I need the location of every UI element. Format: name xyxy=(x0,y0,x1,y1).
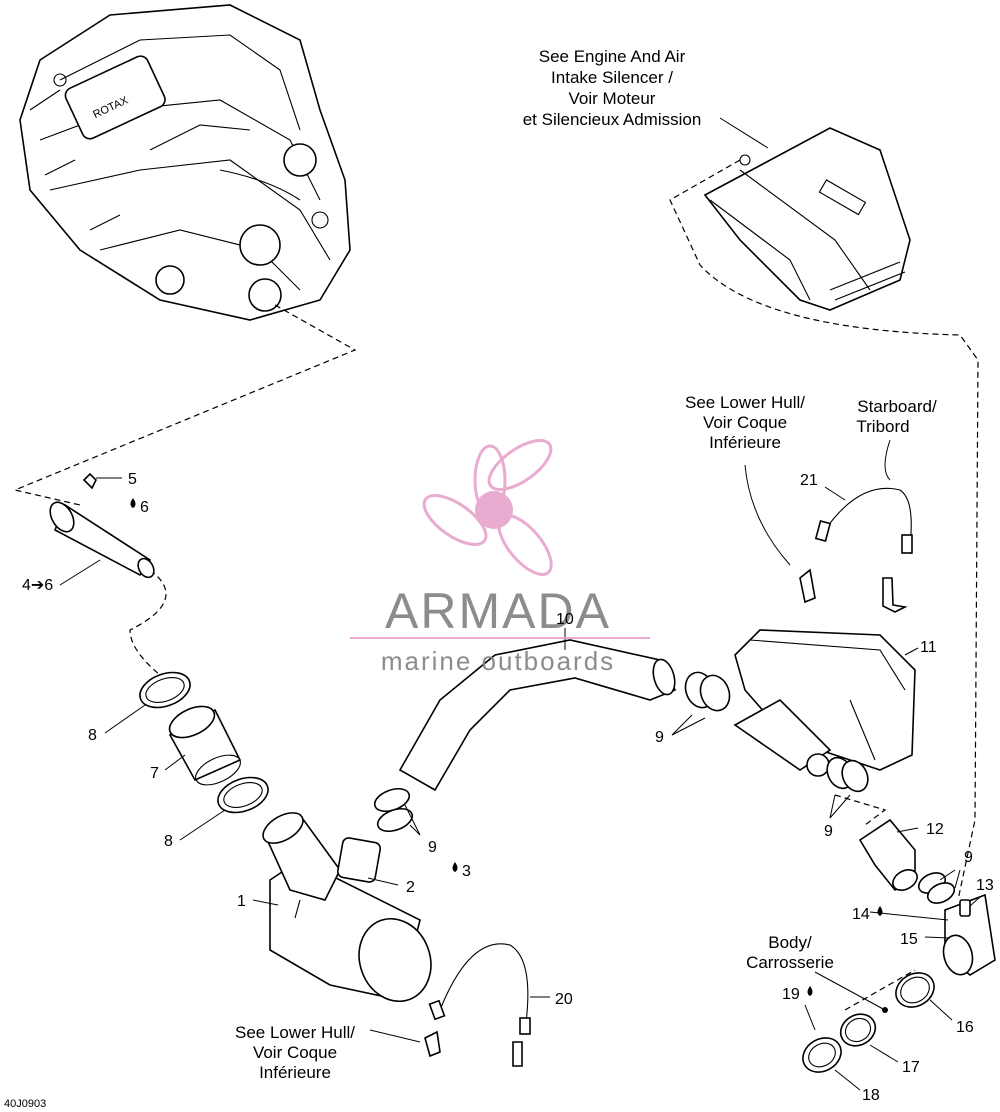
note-lower-hull-bottom-line2: Voir Coque xyxy=(253,1043,337,1062)
note-lower-hull-top-line2: Voir Coque xyxy=(703,413,787,432)
part-9-clamp-elbow xyxy=(917,869,961,904)
callout-17: 17 xyxy=(902,1059,920,1076)
note-engine-intake: See Engine And Air Intake Silencer / Voi… xyxy=(523,47,702,129)
sealant-drop-icon xyxy=(877,906,883,916)
callout-9-lower-right: 9 xyxy=(824,823,833,840)
note-body: Body/ Carrosserie xyxy=(746,933,834,972)
callout-4-to-6: 4➔6 xyxy=(22,577,53,594)
note-body-line1: Body/ xyxy=(768,933,812,952)
note-engine-intake-line4: et Silencieux Admission xyxy=(523,110,702,129)
note-starboard-line1: Starboard/ xyxy=(857,397,937,416)
routing-lines xyxy=(13,159,979,1011)
callout-9-center: 9 xyxy=(428,839,437,856)
part-9-clamp-lower-right xyxy=(826,756,869,819)
callout-7: 7 xyxy=(150,765,159,782)
part-21-strap xyxy=(799,486,913,613)
callout-3: 3 xyxy=(462,863,471,880)
callout-1: 1 xyxy=(237,893,246,910)
note-lower-hull-top-line1: See Lower Hull/ xyxy=(685,393,805,412)
callout-11: 11 xyxy=(920,639,937,656)
callout-13: 13 xyxy=(976,877,994,894)
lubricant-drop-icon xyxy=(130,498,136,508)
part-8-clamp-lower xyxy=(179,776,269,841)
grease-drop-icon xyxy=(807,986,813,996)
callout-16: 16 xyxy=(956,1019,974,1036)
note-starboard-line2: Tribord xyxy=(856,417,909,436)
note-body-line2: Carrosserie xyxy=(746,953,834,972)
part-18-nut xyxy=(802,1004,861,1091)
part-4-exhaust-tube xyxy=(49,501,155,586)
watermark-title: ARMADA xyxy=(385,583,611,639)
part-15-outlet-fitting xyxy=(869,893,996,976)
part-17-gasket xyxy=(839,1013,899,1063)
part-12-elbow-hose xyxy=(858,818,919,892)
callout-15: 15 xyxy=(900,931,918,948)
note-leaders xyxy=(719,117,891,566)
part-11-water-box xyxy=(733,629,919,777)
callout-8-upper: 8 xyxy=(88,727,97,744)
engine-illustration: ROTAX xyxy=(19,4,351,321)
intake-silencer-illustration xyxy=(703,127,911,311)
part-9-clamp-center xyxy=(373,787,421,836)
callout-8-lower: 8 xyxy=(164,833,173,850)
note-lower-hull-bottom-line3: Inférieure xyxy=(259,1063,331,1082)
figure-code: 40J0903 xyxy=(4,1098,46,1110)
note-engine-intake-line3: Voir Moteur xyxy=(569,89,656,108)
part-20-strap xyxy=(369,943,550,1067)
callout-9-right: 9 xyxy=(655,729,664,746)
callout-19: 19 xyxy=(782,986,800,1003)
part-9-clamp-right xyxy=(671,671,731,736)
note-lower-hull-top-line3: Inférieure xyxy=(709,433,781,452)
callout-10: 10 xyxy=(556,611,574,628)
callout-14: 14 xyxy=(852,906,870,923)
callout-5: 5 xyxy=(128,471,137,488)
part-10-exhaust-pipe xyxy=(398,628,677,792)
note-engine-intake-line2: Intake Silencer / xyxy=(551,68,673,87)
callout-2: 2 xyxy=(406,879,415,896)
note-lower-hull-top: See Lower Hull/ Voir Coque Inférieure xyxy=(685,393,805,452)
part-5-fitting xyxy=(82,472,122,490)
threadlocker-drop-icon xyxy=(452,862,458,872)
note-engine-intake-line1: See Engine And Air xyxy=(539,47,686,66)
note-lower-hull-bottom: See Lower Hull/ Voir Coque Inférieure xyxy=(235,1023,355,1082)
note-starboard: Starboard/ Tribord xyxy=(856,397,937,436)
armada-watermark: ARMADA marine outboards xyxy=(350,439,650,676)
callout-6: 6 xyxy=(140,499,149,516)
body-leader xyxy=(814,971,886,1011)
part-7-sleeve xyxy=(164,705,242,786)
callouts: 5 6 4➔6 8 7 8 1 2 3 9 10 9 11 9 12 9 13 … xyxy=(22,471,994,1104)
callout-21: 21 xyxy=(800,472,818,489)
part-1-muffler xyxy=(252,812,432,1003)
watermark-subtitle: marine outboards xyxy=(381,646,615,676)
part-16-gasket xyxy=(895,972,953,1021)
callout-12: 12 xyxy=(926,821,944,838)
callout-18: 18 xyxy=(862,1087,880,1104)
part-8-clamp-upper xyxy=(104,671,191,734)
callout-9-elbow: 9 xyxy=(964,849,973,866)
part-2-leader xyxy=(367,877,399,886)
callout-20: 20 xyxy=(555,991,573,1008)
note-lower-hull-bottom-line1: See Lower Hull/ xyxy=(235,1023,355,1042)
